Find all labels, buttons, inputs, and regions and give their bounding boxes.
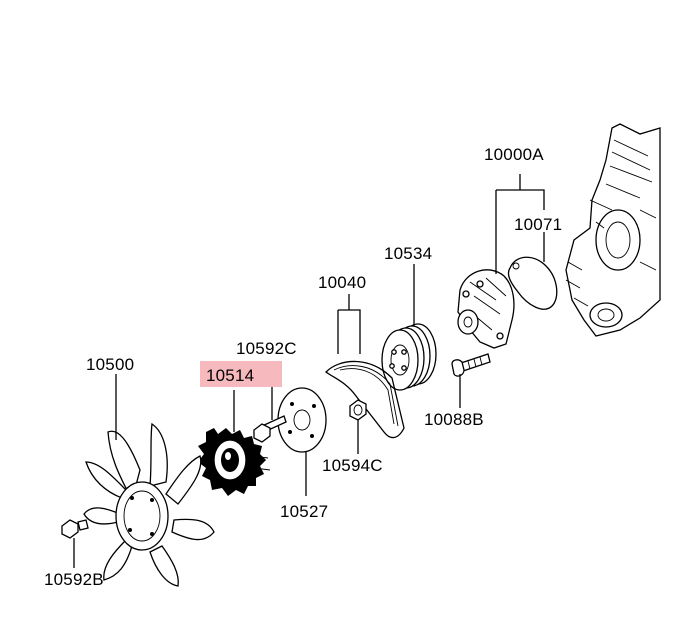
cooling-fan-10500 (83, 422, 215, 587)
spacer-plate-10527 (277, 387, 327, 453)
highlight-box-10514 (200, 361, 282, 387)
label-10592C[interactable]: 10592C (236, 339, 297, 358)
fan-clutch-10514 (198, 428, 271, 496)
label-10000A[interactable]: 10000A (484, 145, 544, 164)
drive-belt-10040 (325, 360, 405, 439)
label-10514[interactable]: 10514 (206, 366, 254, 385)
bolt-10592B (61, 519, 89, 539)
label-10071[interactable]: 10071 (514, 215, 562, 234)
leader-lines (73, 174, 545, 568)
label-10592B[interactable]: 10592B (44, 570, 104, 589)
bolt-10088B (451, 353, 491, 377)
pulley-10534 (381, 323, 437, 391)
label-10527[interactable]: 10527 (280, 502, 328, 521)
label-10088B[interactable]: 10088B (424, 410, 484, 429)
bolt-10592C (253, 415, 287, 443)
gasket-10071 (507, 256, 558, 310)
label-10040[interactable]: 10040 (318, 273, 366, 292)
nut-10594C (349, 399, 367, 421)
label-10594C[interactable]: 10594C (322, 456, 383, 475)
label-10500[interactable]: 10500 (86, 355, 134, 374)
water-pump (457, 269, 515, 349)
engine-block (565, 123, 661, 337)
label-10534[interactable]: 10534 (384, 244, 432, 263)
